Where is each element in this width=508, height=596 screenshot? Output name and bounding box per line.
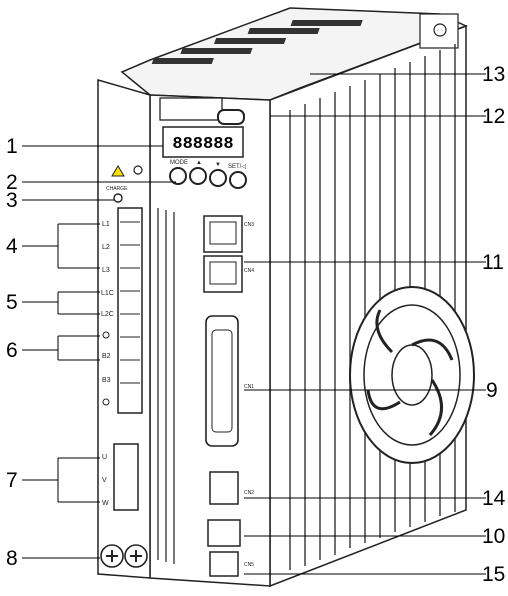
callout-10: 10 xyxy=(482,525,506,548)
callout-14: 14 xyxy=(482,487,506,510)
led-display xyxy=(162,126,244,158)
right-leaders xyxy=(244,73,486,575)
panel-buttons xyxy=(169,167,247,189)
terminal-l1: L1 xyxy=(102,221,110,228)
cn1-label: CN1 xyxy=(244,384,254,390)
cn4-label: CN4 xyxy=(244,268,254,274)
terminal-l1c: L1C xyxy=(101,290,114,297)
callout-9: 9 xyxy=(486,379,498,402)
cn1-connector xyxy=(205,315,239,447)
terminal-b2: B2 xyxy=(102,353,111,360)
callout-3: 3 xyxy=(6,189,18,212)
ground-icon xyxy=(133,165,143,175)
terminal-l2c: L2C xyxy=(101,311,114,318)
down-label: ▼ xyxy=(215,162,221,168)
callout-13: 13 xyxy=(482,63,506,86)
callout-1: 1 xyxy=(6,135,18,158)
callout-7: 7 xyxy=(6,469,18,492)
terminal-w: W xyxy=(102,500,109,507)
callout-8: 8 xyxy=(6,547,18,570)
motor-terminal-block xyxy=(113,443,139,511)
cover-latch xyxy=(217,109,245,125)
terminal-u: U xyxy=(102,454,107,461)
terminal-l3: L3 xyxy=(102,267,110,274)
charge-led xyxy=(113,193,123,203)
middle-vents xyxy=(157,208,175,564)
battery-connector xyxy=(207,519,241,547)
cn5-connector xyxy=(209,551,239,577)
up-label: ▲ xyxy=(196,160,202,166)
cn5-label: CN5 xyxy=(244,562,254,568)
warning-icon xyxy=(111,165,125,177)
callout-6: 6 xyxy=(6,339,18,362)
cn2-connector xyxy=(209,471,239,505)
led-digits: 888888 xyxy=(172,135,233,154)
callout-5: 5 xyxy=(6,291,18,314)
terminal-b3: B3 xyxy=(102,377,111,384)
terminal-l2: L2 xyxy=(102,244,110,251)
set-label: SET/◁ xyxy=(228,164,246,170)
cn3-label: CN3 xyxy=(244,222,254,228)
charge-label: CHARGE xyxy=(106,186,128,192)
callout-11: 11 xyxy=(482,251,504,274)
left-leaders xyxy=(22,145,176,559)
cn2-label: CN2 xyxy=(244,490,254,496)
terminal-screws xyxy=(120,221,140,384)
callout-15: 15 xyxy=(482,563,506,586)
callout-12: 12 xyxy=(482,105,506,128)
main-terminal-block xyxy=(117,207,143,414)
mode-label: MODE xyxy=(170,160,188,166)
terminal-v: V xyxy=(102,477,107,484)
top-vents xyxy=(151,20,363,64)
cooling-fan xyxy=(349,286,475,464)
callout-4: 4 xyxy=(6,235,18,258)
callout-2: 2 xyxy=(6,171,18,194)
display-cover xyxy=(159,97,223,121)
